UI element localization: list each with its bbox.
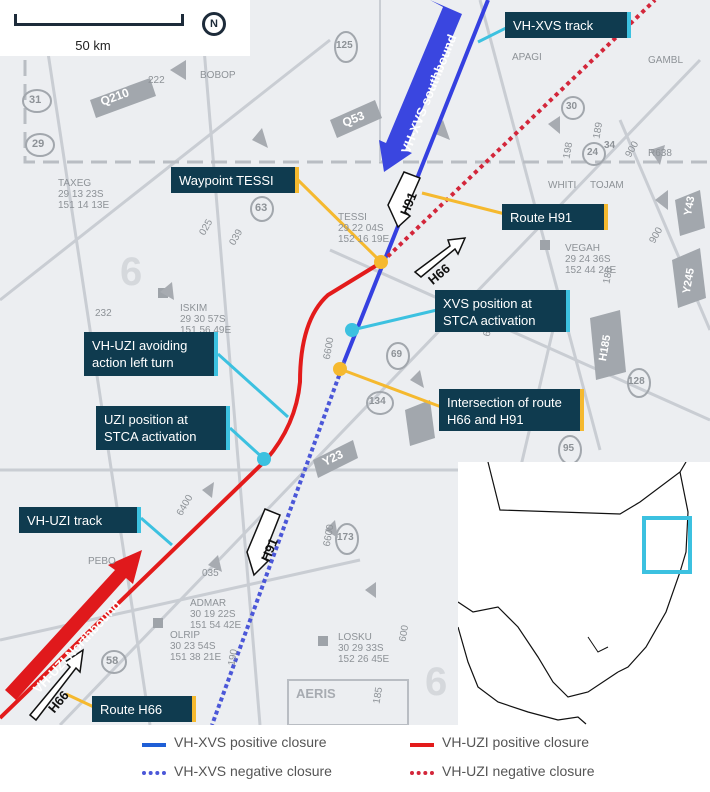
legend-uzi-positive: VH-UZI positive closure <box>442 734 590 750</box>
waypoint-label-losku: LOSKU 30 29 33S 152 26 45E <box>338 632 390 665</box>
legend-uzi-negative-swatch <box>410 771 434 775</box>
waypoint-label-olrip: OLRIP 30 23 54S 151 38 21E <box>170 630 222 663</box>
route-number-24: 24 <box>587 147 599 158</box>
map-canvas: 6 6 <box>0 0 710 725</box>
route-number-134: 134 <box>369 396 386 407</box>
callout-uzi-avoiding: VH-UZI avoiding action left turn <box>84 332 218 376</box>
route-number-125: 125 <box>336 40 353 51</box>
aeronautical-map: 6 6 <box>0 0 710 725</box>
waypoint-label-whiti: WHITI <box>548 180 577 191</box>
inset-locator-map <box>458 462 710 725</box>
svg-text:6: 6 <box>425 660 447 704</box>
legend: VH-XVS positive closure VH-UZI positive … <box>0 725 710 792</box>
legend-uzi-positive-swatch <box>410 743 434 747</box>
legend-xvs-positive-swatch <box>142 743 166 747</box>
bearing-label-035: 035 <box>202 568 219 579</box>
svg-text:6: 6 <box>120 250 142 294</box>
callout-xvs-track: VH-XVS track <box>505 12 631 38</box>
route-number-58: 58 <box>106 655 119 667</box>
callout-route-h66: Route H66 <box>92 696 196 722</box>
route-number-34: 34 <box>604 140 616 151</box>
callout-uzi-track: VH-UZI track <box>19 507 141 533</box>
north-arrow-icon: N <box>202 12 226 36</box>
callout-uzi-position: UZI position at STCA activation <box>96 406 230 450</box>
callout-xvs-position: XVS position at STCA activation <box>435 290 570 332</box>
callout-route-h91: Route H91 <box>502 204 608 230</box>
route-number-95: 95 <box>563 443 575 454</box>
scale-label: 50 km <box>75 38 111 53</box>
route-number-69: 69 <box>391 349 403 360</box>
route-number-31: 31 <box>29 94 42 106</box>
waypoint-label-taxeg: TAXEG 29 13 23S 151 14 13E <box>58 178 110 211</box>
legend-xvs-positive: VH-XVS positive closure <box>174 734 327 750</box>
route-number-30: 30 <box>566 101 578 112</box>
scale-bar <box>14 14 184 26</box>
waypoint-label-tojam: TOJAM <box>590 180 624 191</box>
waypoint-label-pebo: PEBO <box>88 556 116 567</box>
scale-bar-panel: 50 km N <box>0 0 250 56</box>
waypoint-label-apagi: APAGI <box>512 52 542 63</box>
legend-xvs-negative-swatch <box>142 771 166 775</box>
route-number-63: 63 <box>255 202 268 214</box>
legend-uzi-negative: VH-UZI negative closure <box>442 763 595 779</box>
north-label: N <box>210 18 218 30</box>
legend-xvs-negative: VH-XVS negative closure <box>174 763 332 779</box>
waypoint-label-tessi: TESSI 29 22 04S 152 16 19E <box>338 212 390 245</box>
waypoint-label-gambl: GAMBL <box>648 55 684 66</box>
inset-outline <box>458 462 692 725</box>
bearing-label-222: 222 <box>148 75 165 86</box>
waypoint-label-admar: ADMAR 30 19 22S 151 54 42E <box>190 598 242 631</box>
callout-intersection: Intersection of route H66 and H91 <box>439 389 584 431</box>
route-number-29: 29 <box>32 138 45 150</box>
bearing-label-232: 232 <box>95 308 112 319</box>
callout-waypoint-tessi: Waypoint TESSI <box>171 167 299 193</box>
waypoint-label-aeris: AERIS <box>296 686 336 701</box>
route-number-128: 128 <box>628 376 645 387</box>
waypoint-label-iskim: ISKIM 29 30 57S 151 56 49E <box>180 303 232 336</box>
route-number-173: 173 <box>337 532 354 543</box>
waypoint-label-bobop: BOBOP <box>200 70 236 81</box>
airway-label-r638: R638 <box>648 148 672 159</box>
waypoint-label-vegah: VEGAH 29 24 36S 152 44 24E <box>565 243 617 276</box>
